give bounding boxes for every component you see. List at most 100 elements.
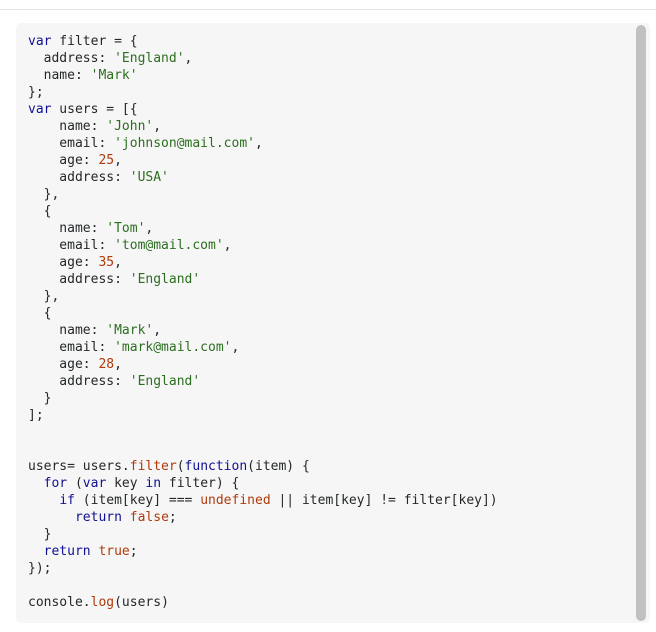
code-token: 'Mark': [90, 68, 138, 83]
code-token: (users): [114, 595, 169, 610]
code-token: 'johnson@mail.com': [114, 136, 255, 151]
code-line: {: [28, 204, 52, 219]
code-token: (item) {: [247, 459, 310, 474]
code-line: {: [28, 306, 52, 321]
code-token: 'England': [129, 374, 201, 389]
code-line: age: 25,: [28, 153, 122, 168]
code-token: name:: [28, 323, 107, 338]
code-token: };: [28, 85, 44, 100]
code-line: },: [28, 187, 60, 202]
code-token: function: [184, 459, 248, 474]
code-token: name:: [28, 68, 91, 83]
code-token: if: [59, 493, 75, 508]
code-token: address:: [28, 272, 130, 287]
code-token: [122, 510, 130, 525]
code-line: age: 35,: [28, 255, 122, 270]
code-token: }: [28, 391, 52, 406]
code-line: address: 'England': [28, 374, 200, 389]
code-line: if (item[key] === undefined || item[key]…: [28, 493, 497, 508]
code-token: return: [74, 510, 122, 525]
code-token: undefined: [200, 493, 271, 508]
code-token: age:: [28, 255, 99, 270]
code-token: 35: [98, 255, 115, 270]
code-token: var: [28, 34, 52, 49]
scrollbar-thumb[interactable]: [636, 25, 646, 621]
code-token: age:: [28, 153, 99, 168]
code-line: }: [28, 391, 52, 406]
code-token: {: [28, 306, 52, 321]
code-line: var users = [{: [28, 102, 138, 117]
code-token: users = [{: [51, 102, 138, 117]
code-token: });: [28, 561, 52, 576]
vertical-scrollbar[interactable]: [636, 25, 648, 621]
code-token: name:: [28, 119, 107, 134]
code-viewport: var filter = { address: 'England', name:…: [28, 33, 626, 613]
code-token: ,: [184, 51, 193, 66]
code-token: (: [67, 476, 83, 491]
code-token: filter) {: [161, 476, 240, 491]
code-content: var filter = { address: 'England', name:…: [28, 33, 626, 611]
code-token: ,: [145, 221, 154, 236]
code-block[interactable]: var filter = { address: 'England', name:…: [16, 23, 650, 623]
code-line: console.log(users): [28, 595, 169, 610]
code-line: };: [28, 85, 44, 100]
code-line: address: 'England',: [28, 51, 193, 66]
code-token: address:: [28, 51, 115, 66]
code-token: 'England': [129, 272, 201, 287]
code-token: },: [28, 187, 60, 202]
code-token: name:: [28, 221, 107, 236]
code-line: name: 'Mark': [28, 68, 138, 83]
code-token: var: [28, 102, 52, 117]
code-token: ];: [28, 408, 44, 423]
code-token: ;: [168, 510, 177, 525]
code-token: ,: [223, 238, 232, 253]
code-line: var filter = {: [28, 34, 138, 49]
code-line: },: [28, 289, 60, 304]
code-line: }: [28, 527, 52, 542]
code-token: ;: [129, 544, 138, 559]
code-token: ,: [231, 340, 240, 355]
code-token: console: [28, 595, 83, 610]
code-line: age: 28,: [28, 357, 122, 372]
code-token: email:: [28, 340, 115, 355]
code-line: email: 'mark@mail.com',: [28, 340, 239, 355]
code-token: 'mark@mail.com': [114, 340, 232, 355]
code-line: address: 'USA': [28, 170, 169, 185]
code-token: age:: [28, 357, 99, 372]
code-token: [28, 510, 75, 525]
code-line: name: 'Tom',: [28, 221, 153, 236]
code-token: email:: [28, 136, 115, 151]
code-token: ,: [114, 153, 122, 168]
code-token: filter: [129, 459, 177, 474]
code-token: 'England': [114, 51, 185, 66]
code-token: in: [145, 476, 162, 491]
code-token: 'Mark': [106, 323, 154, 338]
code-line: email: 'tom@mail.com',: [28, 238, 232, 253]
code-token: for: [43, 476, 68, 491]
code-token: ,: [114, 255, 122, 270]
code-line: return true;: [28, 544, 138, 559]
code-token: ,: [114, 357, 122, 372]
code-token: }: [28, 527, 52, 542]
code-token: .: [82, 595, 91, 610]
code-token: 'tom@mail.com': [114, 238, 224, 253]
code-token: false: [129, 510, 169, 525]
code-line: name: 'Mark',: [28, 323, 161, 338]
code-line: });: [28, 561, 51, 576]
code-token: {: [28, 204, 52, 219]
code-token: users= users.: [28, 459, 130, 474]
code-line: for (var key in filter) {: [28, 476, 240, 491]
code-token: (: [176, 459, 185, 474]
code-token: true: [98, 544, 130, 559]
code-token: ,: [153, 323, 162, 338]
code-token: },: [28, 289, 60, 304]
code-line: users= users.filter(function(item) {: [28, 459, 310, 474]
code-token: address:: [28, 374, 130, 389]
code-token: return: [43, 544, 91, 559]
code-token: [28, 476, 44, 491]
code-token: filter = {: [51, 34, 138, 49]
code-line: address: 'England': [28, 272, 200, 287]
code-token: [28, 493, 59, 508]
code-line: name: 'John',: [28, 119, 161, 134]
code-token: (item[key] ===: [74, 493, 201, 508]
